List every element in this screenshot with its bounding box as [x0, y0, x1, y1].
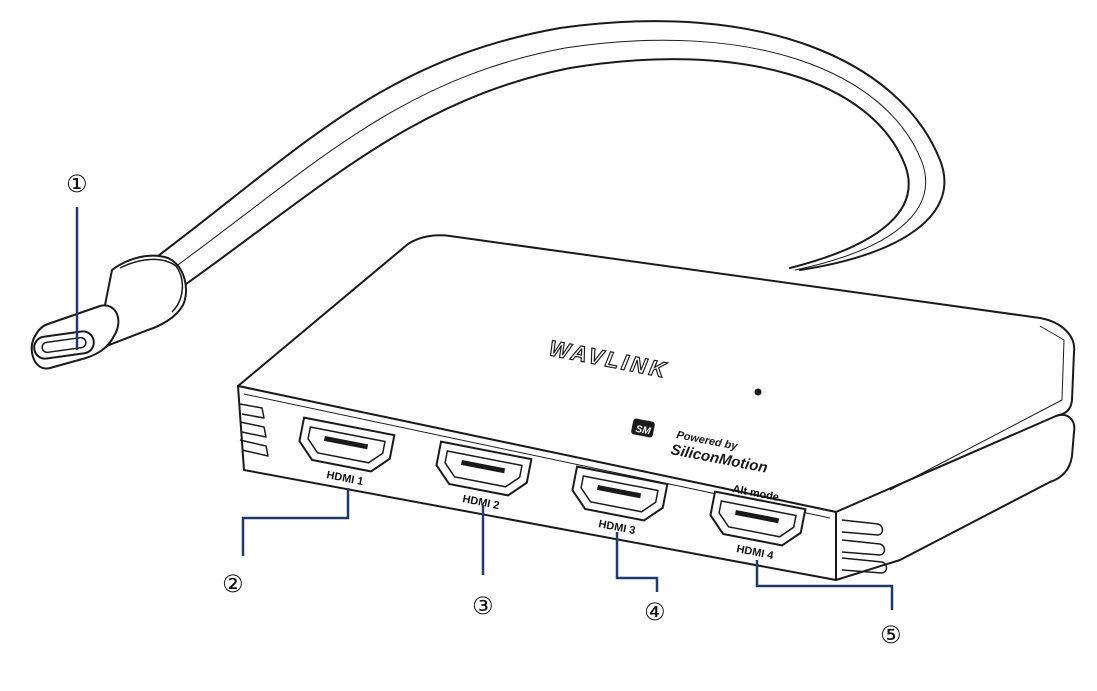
- sm-logo-icon: [631, 418, 655, 438]
- cable-outer-top: [149, 20, 946, 271]
- leader-2: [241, 488, 350, 556]
- hub-body: [237, 234, 1076, 581]
- callout-leaders: [75, 207, 894, 610]
- callout-3: ③: [472, 592, 494, 620]
- usb-c-connector-inner: [41, 336, 87, 354]
- callout-2: ②: [222, 570, 244, 598]
- plug-boot-ring: [119, 258, 184, 313]
- sm-logo-text: SM: [635, 424, 652, 438]
- hdmi-pin-block: [460, 459, 506, 474]
- leader-5: [755, 560, 894, 610]
- hdmi-port-1: [298, 416, 396, 473]
- status-led: [754, 388, 762, 396]
- hdmi-port-2: [435, 440, 533, 497]
- usb-c-plug: [30, 254, 187, 370]
- hdmi-port-3: [571, 465, 669, 522]
- callout-5: ⑤: [880, 621, 902, 649]
- hdmi-port-4: [709, 490, 807, 547]
- right-vent-grill: [841, 519, 888, 574]
- hdmi-pin-block: [734, 509, 780, 524]
- hub-side-face: [835, 414, 1076, 581]
- cable-inner-line: [159, 39, 927, 279]
- cable-outer-bottom: [171, 58, 910, 295]
- callout-1: ①: [66, 170, 88, 198]
- callout-4: ④: [644, 598, 666, 626]
- left-vent-grill: [239, 403, 269, 457]
- hub-bevel-line-2: [889, 325, 1065, 491]
- leader-4: [615, 532, 659, 592]
- hdmi-pin-block: [596, 484, 642, 499]
- usb-c-cable: [149, 20, 946, 295]
- hdmi-pin-block: [323, 435, 369, 450]
